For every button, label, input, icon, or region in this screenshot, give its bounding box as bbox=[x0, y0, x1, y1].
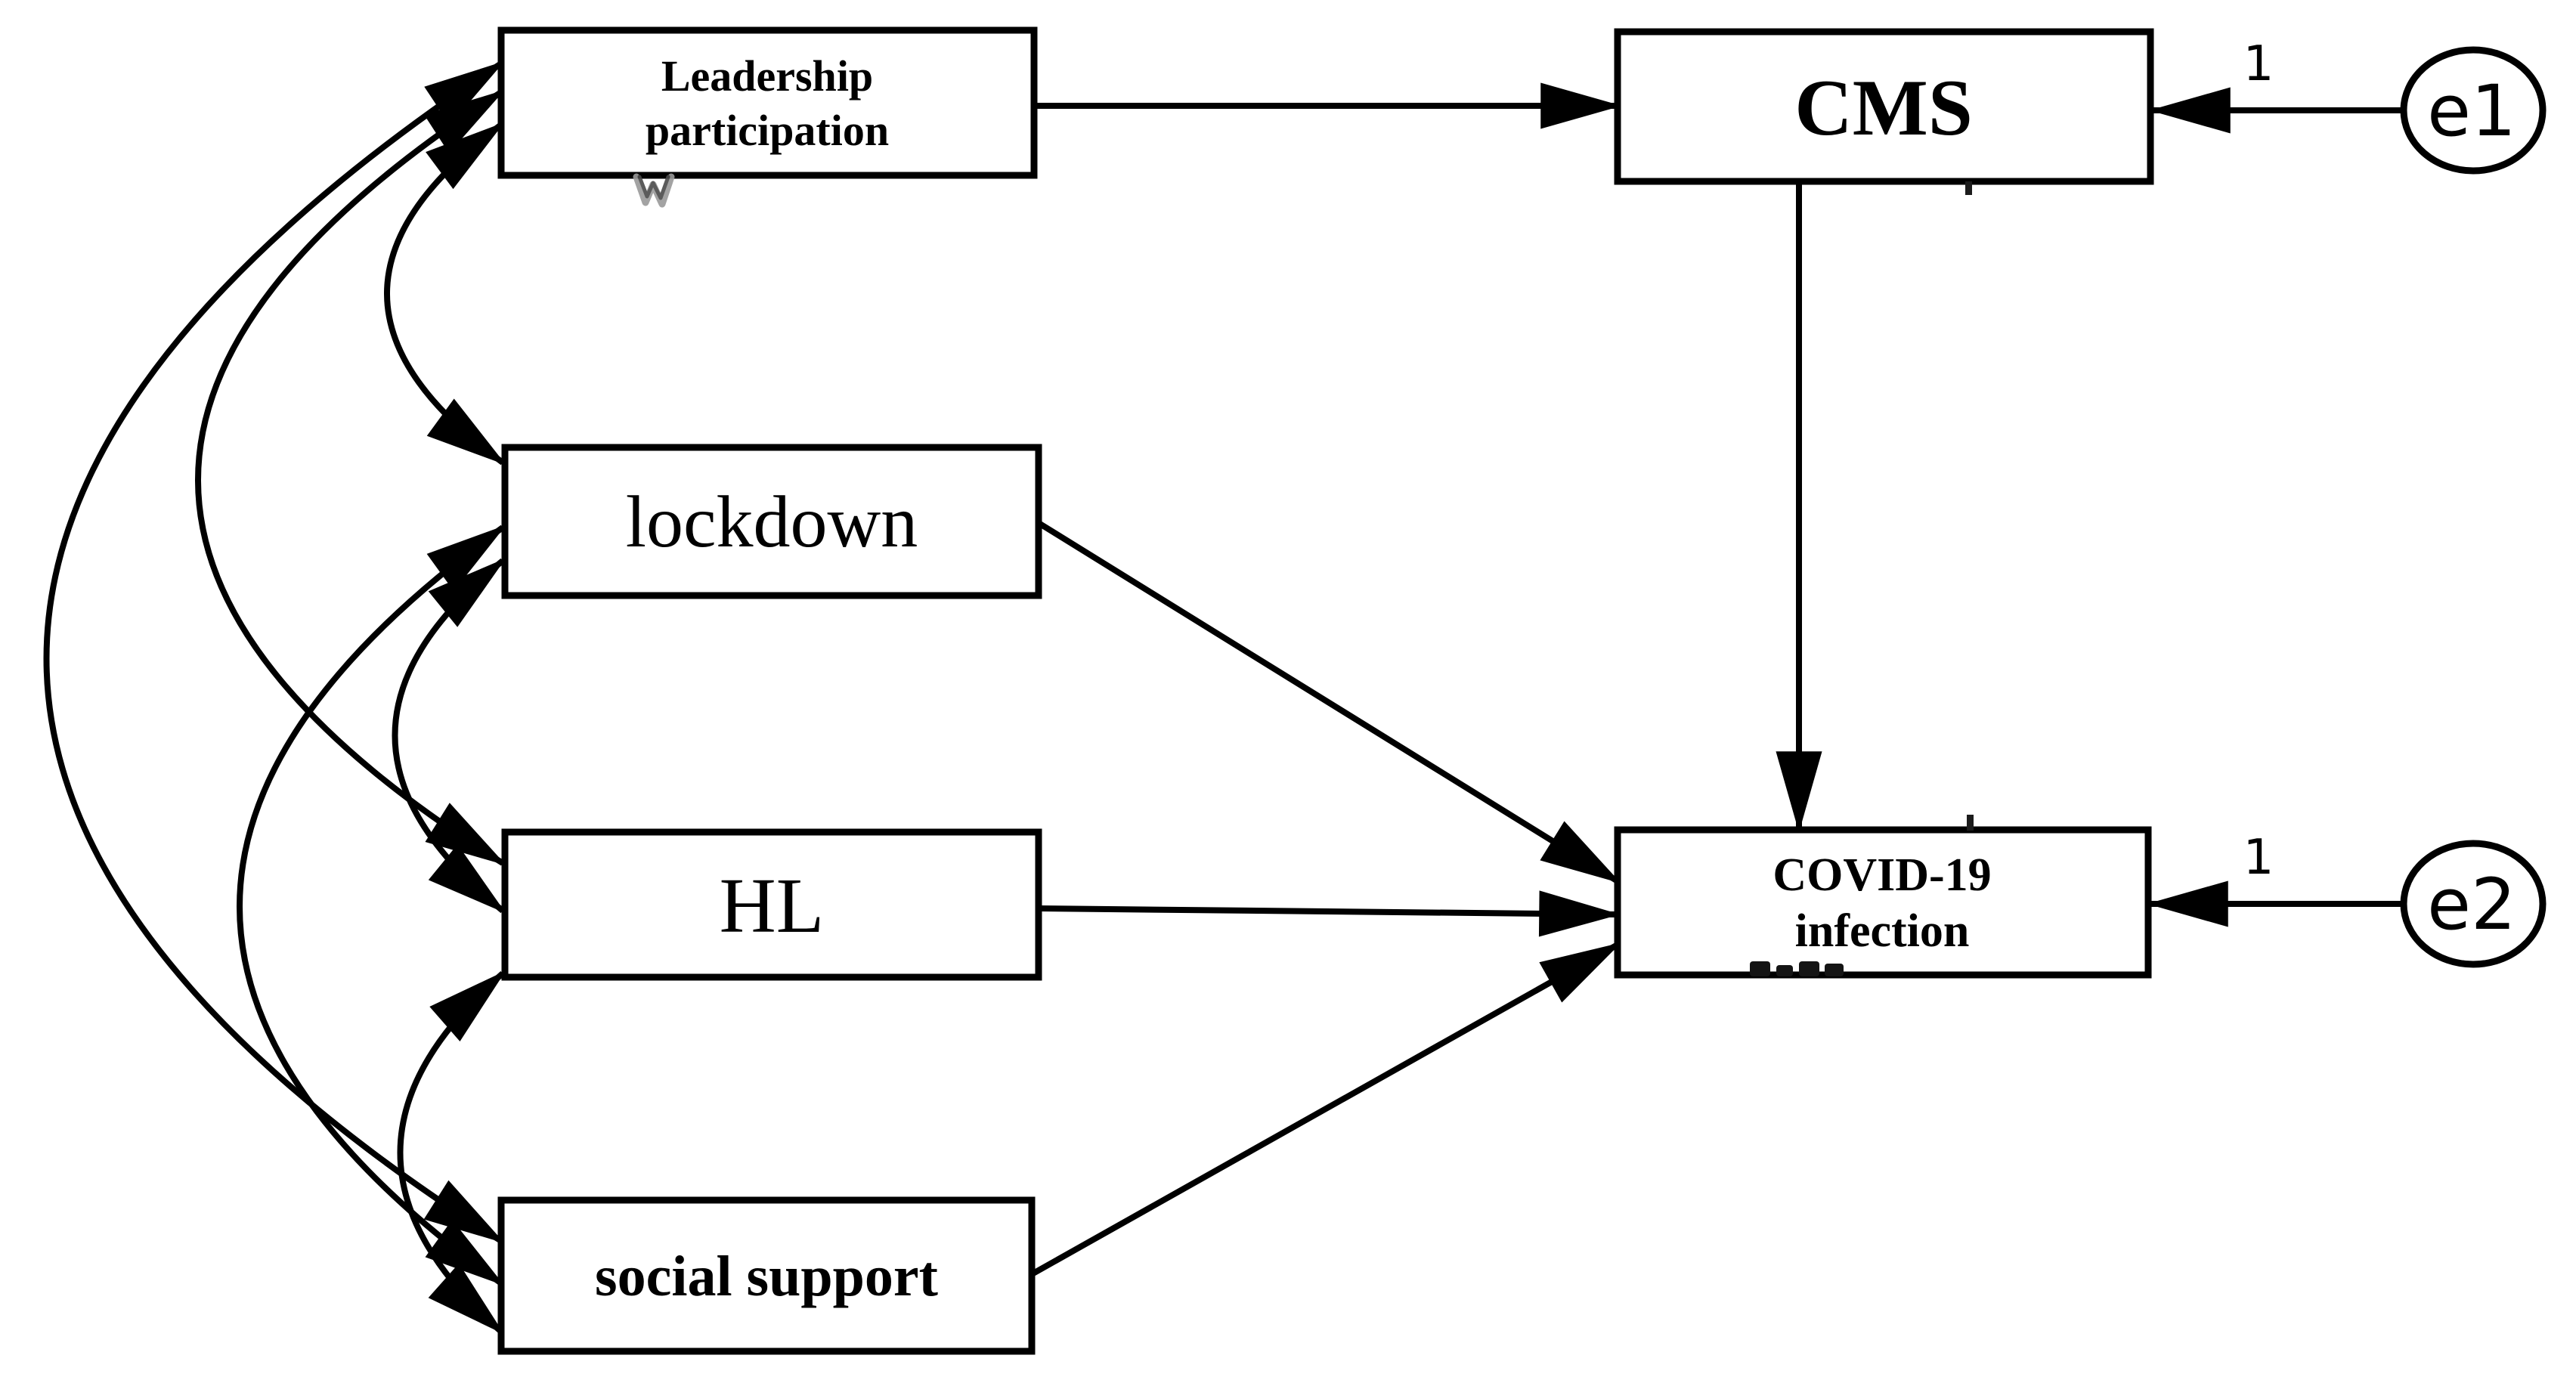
hl-label: HL bbox=[720, 862, 825, 949]
cms-box bbox=[1614, 28, 2154, 185]
e1-weight-label: 1 bbox=[2243, 36, 2274, 92]
lockdown-label: lockdown bbox=[626, 481, 918, 563]
covariance-leadership-hl bbox=[195, 89, 506, 866]
cms-label: CMS bbox=[1794, 63, 1973, 152]
hl-box bbox=[501, 828, 1042, 981]
covariance-lockdown-hl bbox=[392, 558, 506, 914]
social-support-label: social support bbox=[595, 1245, 938, 1308]
tick-artifact-covid bbox=[1967, 815, 1974, 831]
lockdown-box bbox=[501, 444, 1042, 599]
covariance-lockdown-social-support bbox=[237, 524, 506, 1286]
tick-artifact-cms bbox=[1965, 181, 1972, 195]
smudge-artifact bbox=[1750, 961, 1844, 976]
leadership-participation-label-line1: Leadership bbox=[661, 51, 873, 101]
covariance-leadership-social-support bbox=[43, 60, 505, 1244]
covid-infection-label-line1: COVID-19 bbox=[1773, 849, 1991, 901]
leadership-participation-label-line2: participation bbox=[646, 106, 889, 155]
covid-infection-label-line2: infection bbox=[1795, 905, 1970, 957]
arrow-hl-to-covid bbox=[1038, 890, 1621, 937]
arrow-lockdown-to-covid bbox=[1036, 520, 1621, 884]
covariance-hl-social-support bbox=[397, 970, 506, 1335]
leadership-participation-box bbox=[497, 26, 1038, 179]
error-term-e1-label: e1 bbox=[2427, 70, 2516, 153]
error-term-e2-circle bbox=[2400, 840, 2547, 968]
error-term-e2-label: e2 bbox=[2427, 864, 2516, 946]
social-support-box bbox=[497, 1196, 1036, 1355]
cursor-artifact-icon bbox=[633, 173, 675, 208]
covid-infection-box bbox=[1614, 826, 2152, 979]
covariance-leadership-lockdown bbox=[384, 122, 506, 466]
e2-weight-label: 1 bbox=[2243, 830, 2274, 886]
error-term-e1-circle bbox=[2400, 46, 2547, 175]
arrow-social-support-to-covid bbox=[1030, 942, 1621, 1277]
